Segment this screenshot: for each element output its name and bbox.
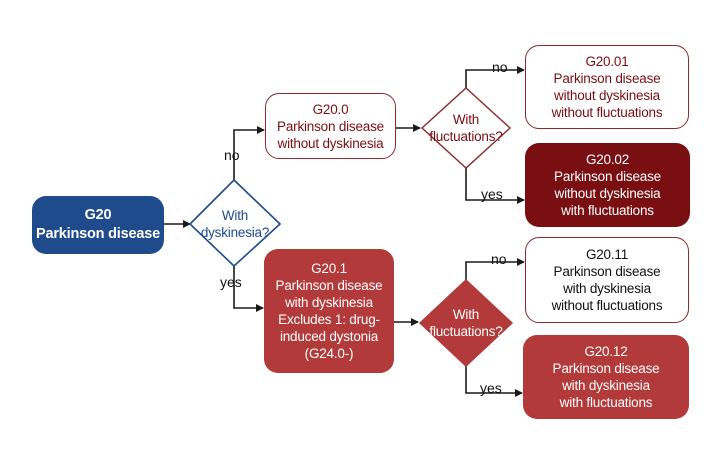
node-g2001-line2: without dyskinesia <box>554 88 660 103</box>
node-g2001: G20.01 Parkinson disease without dyskine… <box>525 45 689 129</box>
node-g2001-line1: Parkinson disease <box>553 71 661 86</box>
node-g2002-line1: Parkinson disease <box>554 169 661 184</box>
node-g200: G20.0 Parkinson disease without dyskines… <box>265 93 396 159</box>
edge-label-yes-fluctuations-top: yes <box>481 186 503 202</box>
node-g201-line2: with dyskinesia <box>285 295 373 310</box>
fluctuations-decision-diamond-top <box>420 87 512 169</box>
node-g201-line5: (G24.0-) <box>304 346 354 361</box>
node-g2012-line2: with dyskinesia <box>562 378 650 393</box>
edge-label-no-fluctuations-bottom: no <box>491 251 507 267</box>
node-g2002: G20.02 Parkinson disease without dyskine… <box>525 143 690 227</box>
edge-label-no-dyskinesia: no <box>224 147 240 163</box>
arrow-yes-to-g201 <box>233 266 264 312</box>
arrow-no-to-g200 <box>233 126 265 180</box>
fluctuations-question-bottom: With fluctuations? <box>420 297 512 349</box>
arrow-q2-no-to-g2011 <box>465 258 525 280</box>
node-g2011: G20.11 Parkinson disease with dyskinesia… <box>525 237 689 323</box>
dyskinesia-question: With dyskinesia? <box>190 196 280 252</box>
node-g201-code: G20.1 <box>311 261 347 276</box>
node-g2012-code: G20.12 <box>584 344 628 359</box>
node-g201: G20.1 Parkinson disease with dyskinesia … <box>264 249 394 373</box>
dyskinesia-question-line1: With <box>221 208 249 223</box>
node-g20-code: G20 <box>84 207 112 223</box>
fluctuations-question-top-line1: With <box>452 112 480 127</box>
fluctuations-question-bottom-line2: fluctuations? <box>429 324 503 339</box>
fluctuations-question-top: With fluctuations? <box>422 102 510 154</box>
node-g2011-line3: without fluctuations <box>551 298 663 313</box>
fluctuations-question-bottom-line1: With <box>452 307 480 322</box>
node-g201-line3: Excludes 1: drug- <box>278 312 380 327</box>
node-g200-code: G20.0 <box>312 101 349 117</box>
node-g2002-code: G20.02 <box>585 152 630 167</box>
fluctuations-decision-diamond-bottom <box>418 279 514 367</box>
arrow-q1-no-to-g2001 <box>465 66 525 88</box>
node-g2011-line2: with dyskinesia <box>563 281 651 296</box>
node-g2001-line3: without fluctuations <box>551 105 663 120</box>
arrow-q2-yes-to-g2012 <box>465 366 523 397</box>
dyskinesia-decision-diamond <box>188 178 282 268</box>
arrow-q1-yes-to-g2002 <box>465 168 525 204</box>
fluctuations-question-top-line2: fluctuations? <box>429 129 503 144</box>
node-g20-name: Parkinson disease <box>36 226 160 242</box>
node-g2001-code: G20.01 <box>585 54 629 69</box>
node-g2012-line3: with fluctuations <box>559 395 653 410</box>
node-g201-line4: induced dystonia <box>279 329 379 344</box>
node-g2002-line2: without dyskinesia <box>554 186 661 201</box>
node-g201-line1: Parkinson disease <box>275 278 383 293</box>
node-g20: G20 Parkinson disease <box>32 196 164 254</box>
node-g2011-line1: Parkinson disease <box>553 264 661 279</box>
edge-label-no-fluctuations-top: no <box>492 59 508 75</box>
node-g2012-line1: Parkinson disease <box>552 361 660 376</box>
node-g2002-line3: with fluctuations <box>561 203 654 218</box>
node-g2012: G20.12 Parkinson disease with dyskinesia… <box>523 335 689 419</box>
node-g200-line1: Parkinson disease <box>277 118 384 134</box>
dyskinesia-question-line2: dyskinesia? <box>200 225 270 240</box>
node-g2011-code: G20.11 <box>585 247 629 262</box>
edge-label-yes-dyskinesia: yes <box>220 274 242 290</box>
edge-label-yes-fluctuations-bottom: yes <box>480 380 502 396</box>
node-g200-line2: without dyskinesia <box>277 135 384 151</box>
